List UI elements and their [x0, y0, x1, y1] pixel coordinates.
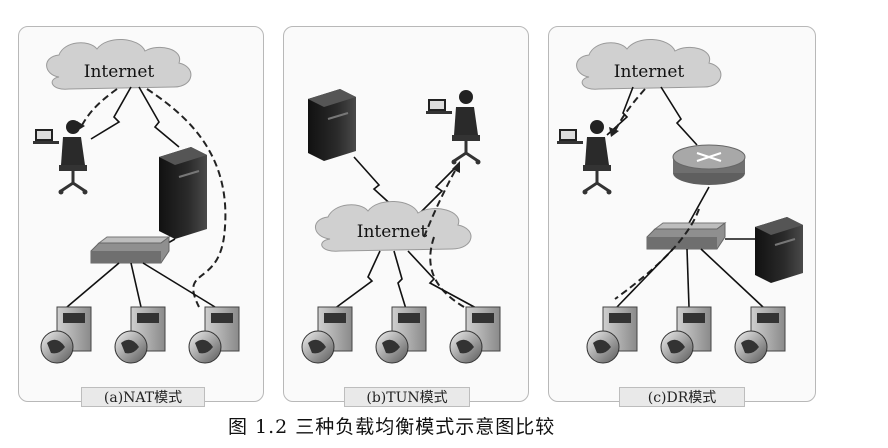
- internet-label: Internet: [614, 62, 685, 82]
- link-line: [90, 86, 132, 140]
- link-line: [66, 262, 120, 308]
- server-icon: [188, 306, 240, 364]
- link-line: [353, 156, 397, 210]
- link-line: [688, 186, 710, 224]
- dashed-flow-line: [80, 88, 118, 128]
- panel-label: (c)DR模式: [619, 387, 745, 407]
- switch-icon: [90, 236, 171, 264]
- link-line: [407, 250, 479, 310]
- server-icon: [660, 306, 712, 364]
- dr-mode-panel: Internet: [548, 26, 816, 407]
- link-line: [419, 166, 457, 214]
- server-icon: [375, 306, 427, 364]
- link-line: [333, 250, 381, 310]
- link-line: [700, 248, 764, 308]
- user-icon: [557, 120, 612, 195]
- arrow-icon: [452, 161, 460, 173]
- internet-cloud: Internet: [315, 200, 472, 252]
- server-icon: [40, 306, 92, 364]
- user-icon: [426, 90, 481, 165]
- panel-label: (a)NAT模式: [81, 387, 205, 407]
- link-line: [130, 262, 142, 308]
- load-balancer-icon: [308, 89, 356, 161]
- link-line: [686, 248, 690, 308]
- dashed-flow-line: [614, 88, 646, 132]
- load-balancer-icon: [755, 217, 803, 283]
- internet-cloud: Internet: [46, 38, 192, 90]
- dashed-flow-line: [423, 168, 457, 238]
- link-line: [616, 248, 674, 308]
- user-icon: [33, 120, 88, 195]
- link-line: [142, 262, 216, 308]
- link-line: [660, 86, 698, 146]
- load-balancer-icon: [159, 147, 207, 239]
- server-icon: [449, 306, 501, 364]
- internet-label: Internet: [357, 222, 428, 242]
- internet-cloud: Internet: [576, 38, 722, 90]
- server-icon: [114, 306, 166, 364]
- panel-label: (b)TUN模式: [344, 387, 470, 407]
- nat-mode-panel: Internet: [18, 26, 264, 407]
- figure-caption: 图 1.2 三种负载均衡模式示意图比较: [228, 416, 556, 438]
- server-icon: [734, 306, 786, 364]
- internet-label: Internet: [84, 62, 155, 82]
- server-icon: [301, 306, 353, 364]
- server-icon: [586, 306, 638, 364]
- link-line: [393, 250, 407, 310]
- arrow-icon: [609, 127, 619, 137]
- link-line: [138, 86, 180, 148]
- switch-icon: [646, 222, 727, 250]
- tun-mode-panel: Internet (b)TUN模式: [283, 26, 529, 407]
- dashed-flow-line: [146, 88, 227, 308]
- router-icon: [672, 144, 746, 185]
